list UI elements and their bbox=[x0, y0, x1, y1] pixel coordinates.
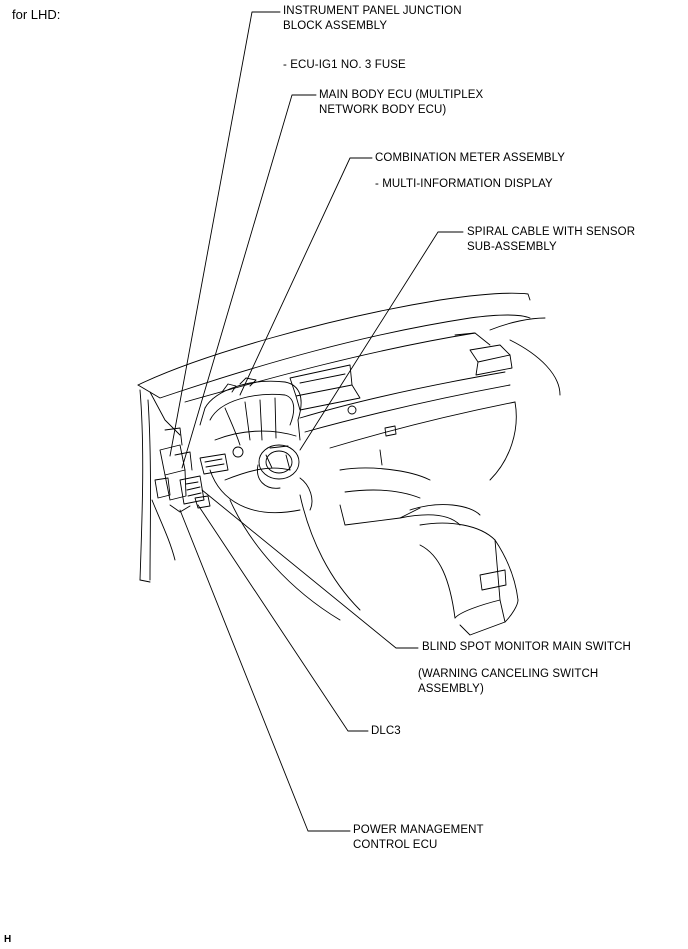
label-multi-information-display: - MULTI-INFORMATION DISPLAY bbox=[375, 178, 553, 190]
label-mbecu-line1: MAIN BODY ECU (MULTIPLEX bbox=[319, 89, 484, 101]
dashboard-illustration bbox=[137, 292, 561, 636]
label-pmecu-line1: POWER MANAGEMENT bbox=[353, 824, 484, 836]
label-ecu-ig1-fuse: - ECU-IG1 NO. 3 FUSE bbox=[283, 59, 406, 71]
leader-lines bbox=[169, 11, 464, 832]
corner-mark: H bbox=[4, 934, 12, 945]
label-power-management-ecu: POWER MANAGEMENT CONTROL ECU bbox=[353, 823, 484, 853]
leader-bsm bbox=[201, 489, 419, 649]
label-pmecu-line2: CONTROL ECU bbox=[353, 839, 438, 851]
label-spiral-line1: SPIRAL CABLE WITH SENSOR bbox=[467, 226, 636, 238]
leader-pmecu bbox=[179, 509, 351, 832]
leader-ipjb bbox=[169, 11, 281, 457]
leader-spiral bbox=[299, 231, 464, 451]
label-ipjb-line2: BLOCK ASSEMBLY bbox=[283, 20, 388, 32]
label-spiral-cable: SPIRAL CABLE WITH SENSOR SUB-ASSEMBLY bbox=[467, 225, 635, 255]
label-dlc3: DLC3 bbox=[371, 725, 401, 737]
label-main-body-ecu: MAIN BODY ECU (MULTIPLEX NETWORK BODY EC… bbox=[319, 88, 483, 118]
label-mbecu-line2: NETWORK BODY ECU) bbox=[319, 104, 447, 116]
leader-meter bbox=[239, 157, 373, 396]
label-ipjb-line1: INSTRUMENT PANEL JUNCTION bbox=[283, 5, 462, 17]
label-spiral-line2: SUB-ASSEMBLY bbox=[467, 241, 557, 253]
label-blind-spot-monitor-switch: BLIND SPOT MONITOR MAIN SWITCH bbox=[422, 641, 631, 653]
label-combination-meter: COMBINATION METER ASSEMBLY bbox=[375, 152, 566, 164]
label-instrument-panel-junction-block: INSTRUMENT PANEL JUNCTION BLOCK ASSEMBLY bbox=[283, 4, 462, 34]
label-warning-canceling-switch: (WARNING CANCELING SWITCH ASSEMBLY) bbox=[418, 667, 598, 697]
leader-dlc3 bbox=[197, 504, 369, 732]
variant-header: for LHD: bbox=[12, 7, 61, 22]
label-bsm-sub2: ASSEMBLY) bbox=[418, 683, 484, 695]
label-bsm-sub1: (WARNING CANCELING SWITCH bbox=[418, 668, 599, 680]
leader-mbecu bbox=[181, 94, 317, 469]
